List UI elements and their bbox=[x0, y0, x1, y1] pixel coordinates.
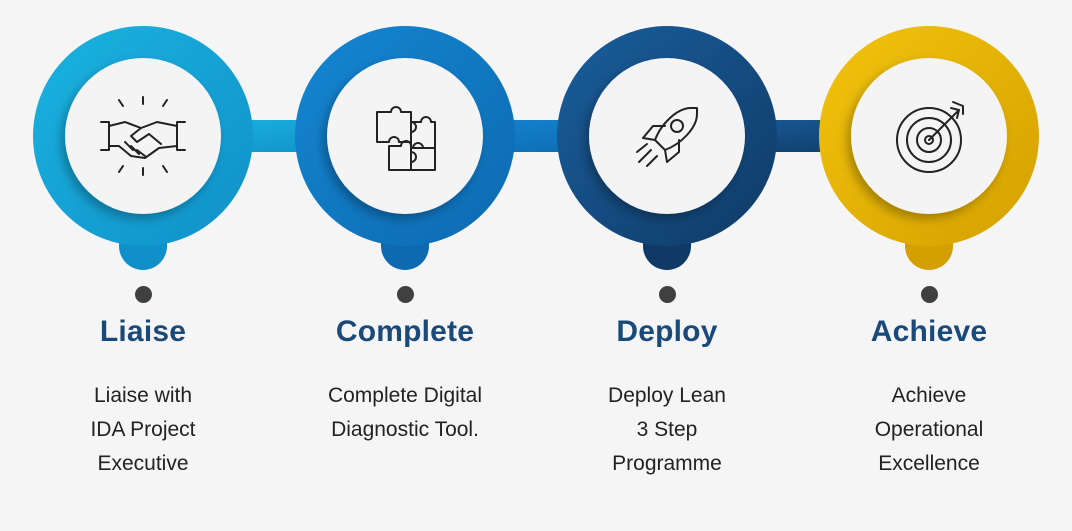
step-dot bbox=[658, 286, 676, 303]
step-inner-circle bbox=[589, 58, 745, 214]
step-description-line: IDA Project bbox=[90, 418, 196, 441]
step-title: Deploy bbox=[616, 315, 718, 348]
step-description-line: Deploy Lean bbox=[608, 384, 726, 407]
step-dot bbox=[134, 286, 152, 303]
target-icon bbox=[896, 101, 964, 173]
step-description-line: Excellence bbox=[878, 452, 980, 475]
step-description-line: Liaise with bbox=[93, 384, 193, 407]
step-dot bbox=[396, 286, 414, 303]
step-description-line: Executive bbox=[97, 452, 189, 475]
step-title: Achieve bbox=[870, 315, 988, 348]
puzzle-icon bbox=[376, 106, 436, 171]
rocket-icon bbox=[636, 107, 698, 167]
step-description-line: Operational bbox=[874, 418, 984, 441]
step-description-line: Achieve bbox=[891, 384, 967, 407]
step-inner-circle bbox=[65, 58, 221, 214]
handshake-icon bbox=[100, 96, 186, 176]
step-description-line: Diagnostic Tool. bbox=[331, 418, 479, 441]
step-title: Liaise bbox=[99, 315, 187, 348]
step-dot bbox=[920, 286, 938, 303]
step-inner-circle bbox=[327, 58, 483, 214]
step-description-line: Complete Digital bbox=[327, 384, 483, 407]
step-description-line: 3 Step bbox=[636, 418, 698, 441]
step-chain bbox=[33, 26, 1039, 270]
step-title: Complete bbox=[335, 315, 475, 348]
step-description-line: Programme bbox=[612, 452, 722, 475]
